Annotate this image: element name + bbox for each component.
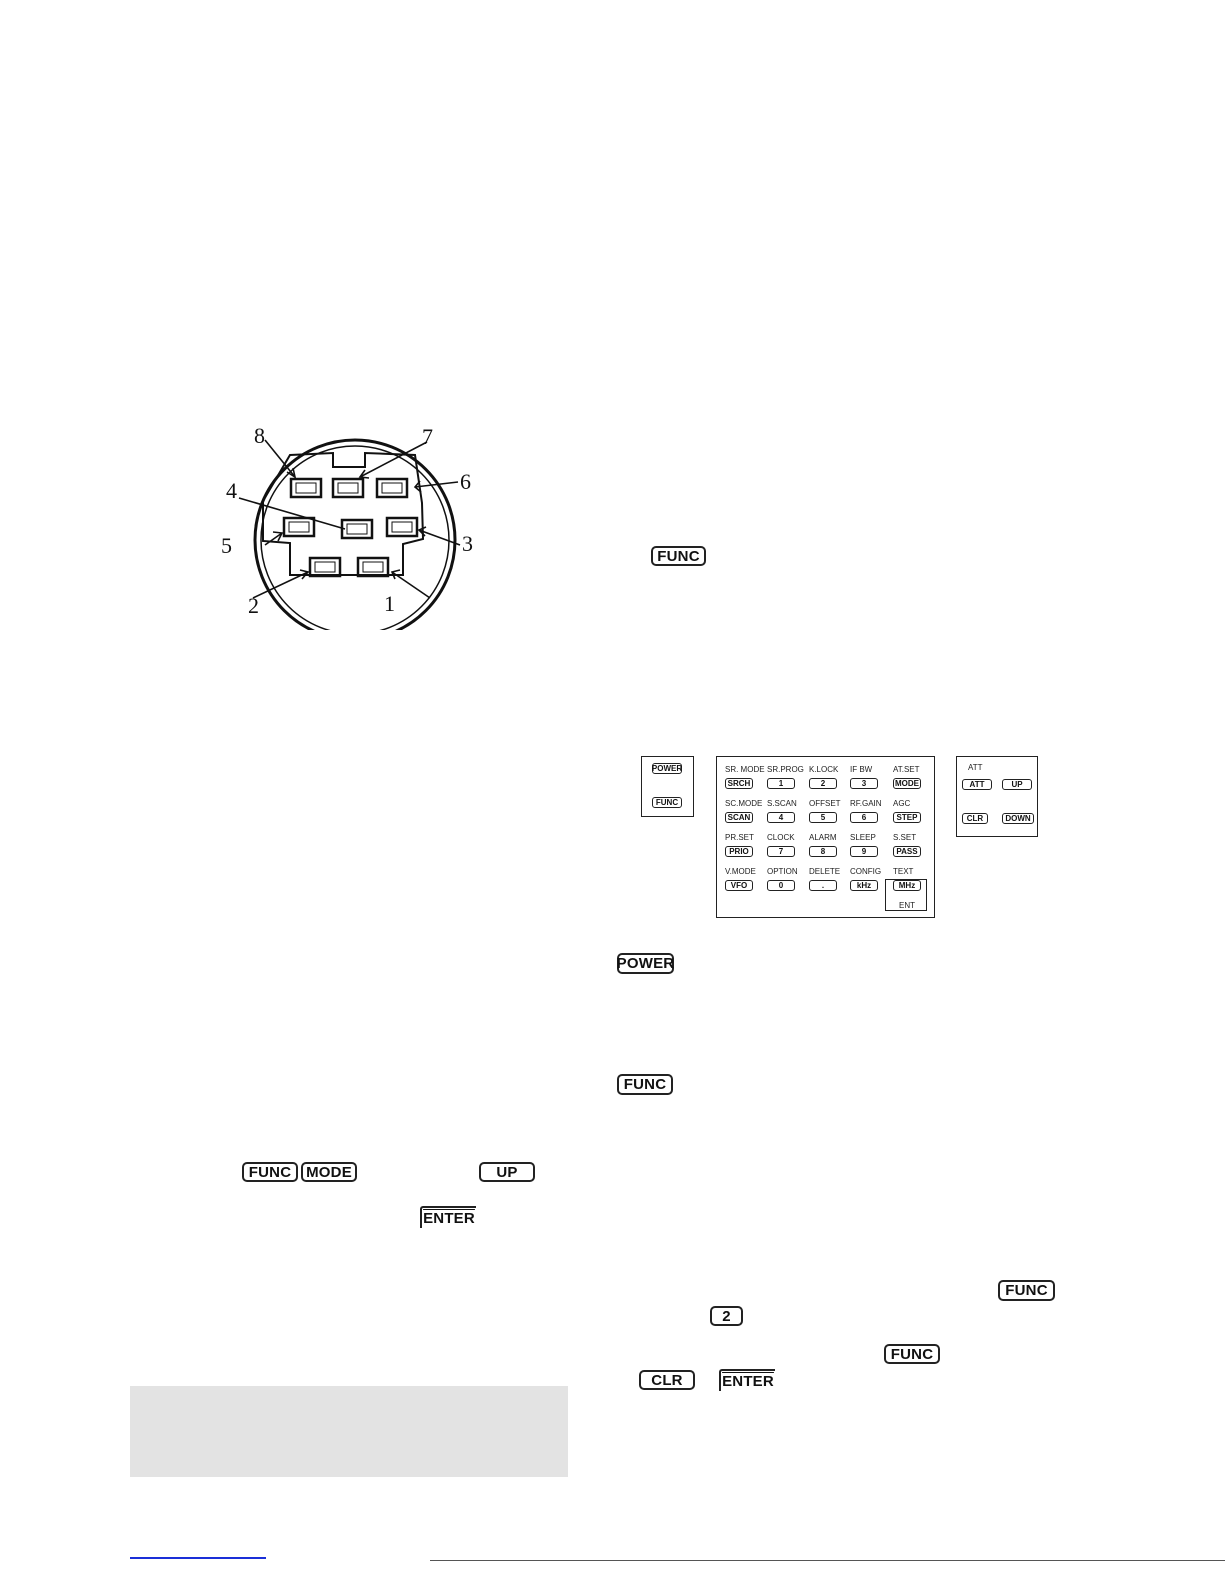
- pin-8: [289, 477, 323, 499]
- keypad-label: CONFIG: [850, 867, 882, 876]
- two-key-inline: 2: [710, 1306, 743, 1326]
- keypad-key: 8: [809, 846, 837, 857]
- enter-key-inline: ENTER: [420, 1206, 476, 1228]
- keypad-key: 2: [809, 778, 837, 789]
- func-key-inline-5: FUNC: [884, 1344, 940, 1364]
- leader-lines: [238, 439, 461, 599]
- keypad-key: 4: [767, 812, 795, 823]
- keypad-label: DELETE: [809, 867, 841, 876]
- keypad-clr-key: CLR: [962, 813, 988, 824]
- pin-label-8: 8: [254, 423, 265, 448]
- keypad-key: STEP: [893, 812, 921, 823]
- keypad-key: kHz: [850, 880, 878, 891]
- keypad-key: PRIO: [725, 846, 753, 857]
- pin-6: [375, 477, 409, 499]
- keypad-label: RF.GAIN: [850, 799, 882, 808]
- keypad-label: AGC: [893, 799, 911, 808]
- keypad-label: SR.PROG: [767, 765, 804, 774]
- pin-5: [282, 516, 316, 538]
- keypad-label: OPTION: [767, 867, 798, 876]
- keypad-power-key: POWER: [651, 763, 683, 774]
- keypad-label: CLOCK: [767, 833, 795, 842]
- pin-label-5: 5: [221, 533, 232, 558]
- keypad-label: S.SET: [893, 833, 917, 842]
- pin-label-3: 3: [462, 531, 473, 556]
- footer-link-underline[interactable]: [130, 1556, 266, 1559]
- keypad-right-panel: ATT ATT UP CLR DOWN: [956, 756, 1038, 837]
- keypad-key: 3: [850, 778, 878, 789]
- func-key-inline-4: FUNC: [998, 1280, 1055, 1301]
- mode-key-inline: MODE: [301, 1162, 357, 1182]
- keypad-key: 1: [767, 778, 795, 789]
- keypad-label: TEXT: [893, 867, 914, 876]
- keypad-up-key: UP: [1002, 779, 1032, 790]
- pin-2: [308, 556, 342, 578]
- keypad-key: 6: [850, 812, 878, 823]
- keypad-key: SCAN: [725, 812, 753, 823]
- connector-svg: 1 2 3 4 5 6 7 8: [221, 423, 473, 642]
- keypad-label: SR. MODE: [725, 765, 765, 774]
- keypad-key: .: [809, 880, 837, 891]
- pin-3: [385, 516, 419, 538]
- keypad-key: PASS: [893, 846, 921, 857]
- pin-label-4: 4: [226, 478, 237, 503]
- pin-4: [340, 518, 374, 540]
- connector-housing: [262, 451, 425, 576]
- keypad-att-key: ATT: [962, 779, 992, 790]
- keypad-label: IF BW: [850, 765, 873, 774]
- pin-label-7: 7: [422, 424, 433, 449]
- func-key-inline-2: FUNC: [617, 1074, 673, 1095]
- enter-key-label-2: ENTER: [722, 1372, 774, 1390]
- func-key-inline: FUNC: [651, 546, 706, 566]
- keypad-label: OFFSET: [809, 799, 841, 808]
- keypad-enter-caption: ENT: [899, 901, 915, 910]
- keypad-key: 5: [809, 812, 837, 823]
- keypad-att-caption: ATT: [968, 763, 983, 772]
- keypad-power-panel: POWER FUNC: [641, 756, 694, 817]
- pin-label-2: 2: [248, 593, 259, 618]
- keypad-key: MODE: [893, 778, 921, 789]
- power-key-inline: POWER: [616, 953, 675, 974]
- keypad-label: ALARM: [809, 833, 837, 842]
- enter-key-label: ENTER: [423, 1209, 475, 1227]
- note-box: [130, 1386, 568, 1477]
- keypad-key: SRCH: [725, 778, 753, 789]
- keypad-label: S.SCAN: [767, 799, 797, 808]
- keypad-label: AT.SET: [893, 765, 920, 774]
- keypad-key: 0: [767, 880, 795, 891]
- keypad-key: MHz: [893, 880, 921, 891]
- keypad-key: 9: [850, 846, 878, 857]
- connector-pin-diagram: 1 2 3 4 5 6 7 8: [215, 420, 495, 642]
- up-key-inline: UP: [479, 1162, 535, 1182]
- enter-bracket: [885, 879, 927, 911]
- keypad-key: 7: [767, 846, 795, 857]
- keypad-down-key: DOWN: [1002, 813, 1034, 824]
- keypad-main-panel: SR. MODE SRCH SR.PROG 1 K.LOCK 2 IF BW 3 AT.SET M…: [716, 756, 935, 918]
- func-key-inline-3: FUNC: [242, 1162, 298, 1182]
- keypad-label: SC.MODE: [725, 799, 763, 808]
- keypad-key: VFO: [725, 880, 753, 891]
- keypad-label: K.LOCK: [809, 765, 839, 774]
- clr-key-inline: CLR: [639, 1370, 695, 1390]
- pin-1: [356, 556, 390, 578]
- pin-label-1: 1: [384, 591, 395, 616]
- keypad-label: PR.SET: [725, 833, 754, 842]
- pin-7: [331, 477, 365, 499]
- footer-rule: [430, 1560, 1225, 1561]
- keypad-label: V.MODE: [725, 867, 756, 876]
- pin-label-6: 6: [460, 469, 471, 494]
- enter-key-inline-2: ENTER: [719, 1369, 775, 1391]
- keypad-label: SLEEP: [850, 833, 876, 842]
- keypad-func-key: FUNC: [652, 797, 682, 808]
